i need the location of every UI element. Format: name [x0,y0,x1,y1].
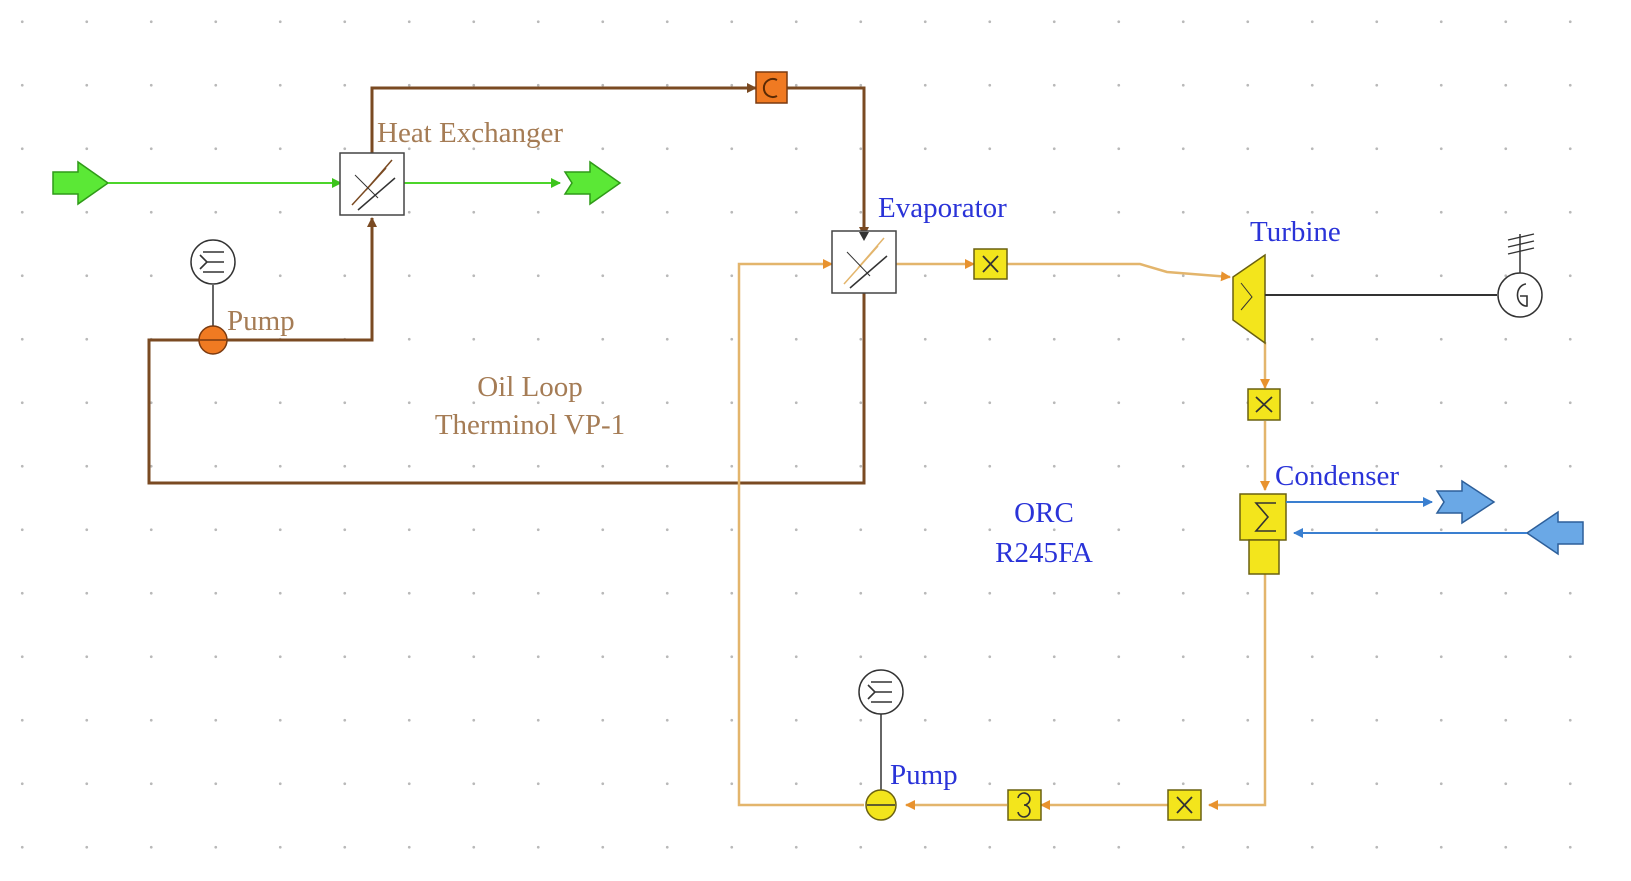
generator[interactable] [1497,233,1543,318]
condenser-label: Condenser [1275,460,1399,492]
orc-pump-label: Pump [890,759,958,791]
hot-stream-outlet-arrow[interactable] [563,160,622,206]
condenser[interactable] [1239,493,1287,575]
turbine-label: Turbine [1250,216,1341,248]
oil-line-cooler-to-evaporator [787,86,869,237]
orc-valve-condenser-outlet[interactable] [1167,789,1202,821]
heat-exchanger-label: Heat Exchanger [377,117,563,149]
oil-line-pump-to-hx [227,217,377,342]
orc-valve-turbine-outlet[interactable] [1247,388,1281,421]
orc-label-line1: ORC [1014,497,1074,529]
oil-pump[interactable] [198,325,228,355]
hot-stream [52,160,622,206]
orc-piping [737,259,1270,810]
oil-cooler[interactable] [755,71,788,104]
orc-line-to-turbine [1007,262,1231,282]
evaporator[interactable] [831,230,897,294]
cooling-water-outlet-arrow[interactable] [1435,479,1496,525]
hot-stream-inlet-arrow[interactable] [52,160,110,206]
oil-pump-label: Pump [227,305,295,337]
cooling-water-inlet-arrow[interactable] [1525,510,1584,556]
orc-pump[interactable] [865,789,897,821]
orc-line-condenser-out [1208,574,1267,810]
oil-loop-piping [147,83,869,485]
evaporator-label: Evaporator [878,192,1007,224]
oil-loop-label-line2: Therminol VP-1 [435,409,625,441]
turbine[interactable] [1232,253,1497,345]
oil-line-evaporator-return [147,292,866,485]
oil-loop-label-line1: Oil Loop [477,371,583,403]
oil-pump-motor[interactable] [190,239,236,327]
orc-label-line2: R245FA [995,537,1093,569]
orc-pump-motor[interactable] [858,669,904,792]
orc-valve-evaporator-outlet[interactable] [973,248,1008,280]
orc-line-pump-to-evap [737,259,864,807]
orc-receiver-tank[interactable] [1007,789,1042,821]
cooling-water-stream [1286,479,1584,556]
heat-exchanger[interactable] [339,152,405,216]
oil-line-hx-to-cooler [370,83,757,153]
